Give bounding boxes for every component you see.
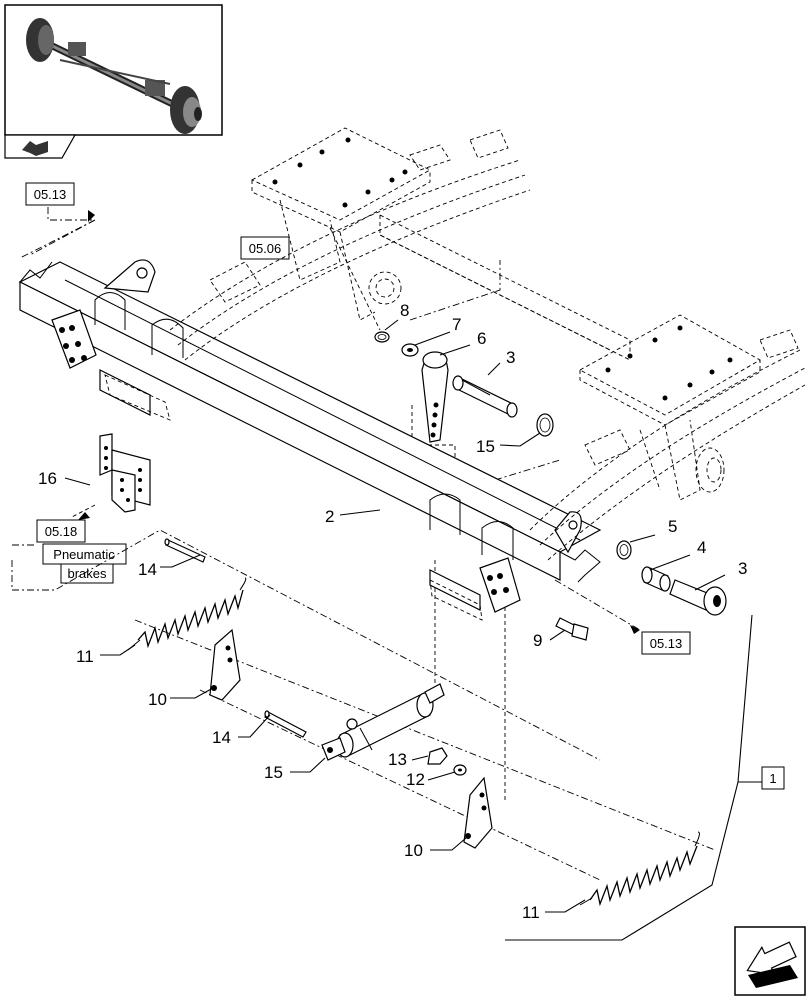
svg-text:05.13: 05.13: [34, 187, 67, 202]
bracket-part-16: [99, 433, 151, 513]
snap-ring-part-15-top: [536, 413, 554, 437]
return-arrow-icon[interactable]: [4, 134, 77, 159]
pin-part-14-top: [164, 538, 206, 563]
callout-3-bottom: 3: [738, 559, 747, 578]
callout-15-top: 15: [476, 437, 495, 456]
next-page-arrow-icon[interactable]: [734, 926, 806, 996]
bushing-part-4: [641, 566, 671, 592]
svg-text:brakes: brakes: [67, 566, 107, 581]
mounting-plate-left: [51, 309, 97, 369]
plate-part-10-bottom: [463, 776, 493, 849]
callout-leaders: [64, 319, 726, 913]
washer-part-7: [401, 343, 419, 357]
callout-7: 7: [452, 315, 461, 334]
callout-10-bottom: 10: [404, 841, 423, 860]
callout-8: 8: [400, 301, 409, 320]
svg-text:05.13: 05.13: [650, 636, 683, 651]
callout-9: 9: [533, 631, 542, 650]
svg-text:05.06: 05.06: [249, 241, 282, 256]
splined-shaft-part-3-top: [452, 375, 518, 418]
callout-13: 13: [388, 750, 407, 769]
callout-3-top: 3: [506, 348, 515, 367]
callout-4: 4: [697, 538, 706, 557]
callout-11-top: 11: [76, 647, 94, 666]
callout-2: 2: [325, 507, 334, 526]
mounting-plate-right: [479, 557, 521, 613]
callout-10-top: 10: [148, 690, 167, 709]
callout-12: 12: [406, 770, 425, 789]
callout-11-bottom: 11: [522, 903, 540, 922]
nut-part-13: [427, 747, 448, 765]
assembly-bracket-line: [505, 614, 762, 941]
spring-part-11-bottom: [579, 831, 700, 907]
callout-numbers: 8 7 6 3 15 16 2 5 4 3 14 9 11 10 14 15 1…: [38, 301, 747, 922]
reference-box-pneumatic-brakes[interactable]: Pneumatic brakes: [42, 543, 127, 584]
axle-beam: [18, 259, 602, 583]
reference-box-top-left[interactable]: 05.13: [25, 182, 75, 206]
callout-14-bottom: 14: [212, 728, 231, 747]
svg-text:05.18: 05.18: [45, 524, 78, 539]
svg-text:1: 1: [769, 771, 776, 786]
callout-5: 5: [668, 517, 677, 536]
pin-part-14-bottom: [264, 710, 307, 738]
lever-arm-part-6: [421, 351, 449, 443]
snap-ring-part-8: [374, 331, 390, 343]
frame-and-leaf-springs: [104, 127, 806, 621]
reference-box-assembly[interactable]: 1: [761, 766, 785, 790]
reference-box-left-lower[interactable]: 05.18: [36, 519, 86, 543]
axle-thumbnail-icon[interactable]: [4, 4, 223, 136]
svg-text:Pneumatic: Pneumatic: [53, 547, 115, 562]
reference-lines: [11, 207, 716, 881]
callout-14-top: 14: [138, 560, 157, 579]
hydraulic-cylinder: [321, 683, 445, 761]
pin-part-3-bottom: [669, 579, 727, 616]
callout-6: 6: [477, 329, 486, 348]
reference-box-spring-bracket[interactable]: 05.06: [240, 236, 290, 260]
bolt-part-9: [555, 617, 589, 641]
washer-part-12: [453, 764, 467, 776]
reference-box-right-lower[interactable]: 05.13: [641, 631, 691, 655]
ring-part-5: [616, 540, 632, 560]
plate-part-10-top: [209, 628, 241, 701]
callout-15-bottom: 15: [264, 763, 283, 782]
callout-16: 16: [38, 469, 57, 488]
u-bolt-clamps: [94, 292, 514, 611]
